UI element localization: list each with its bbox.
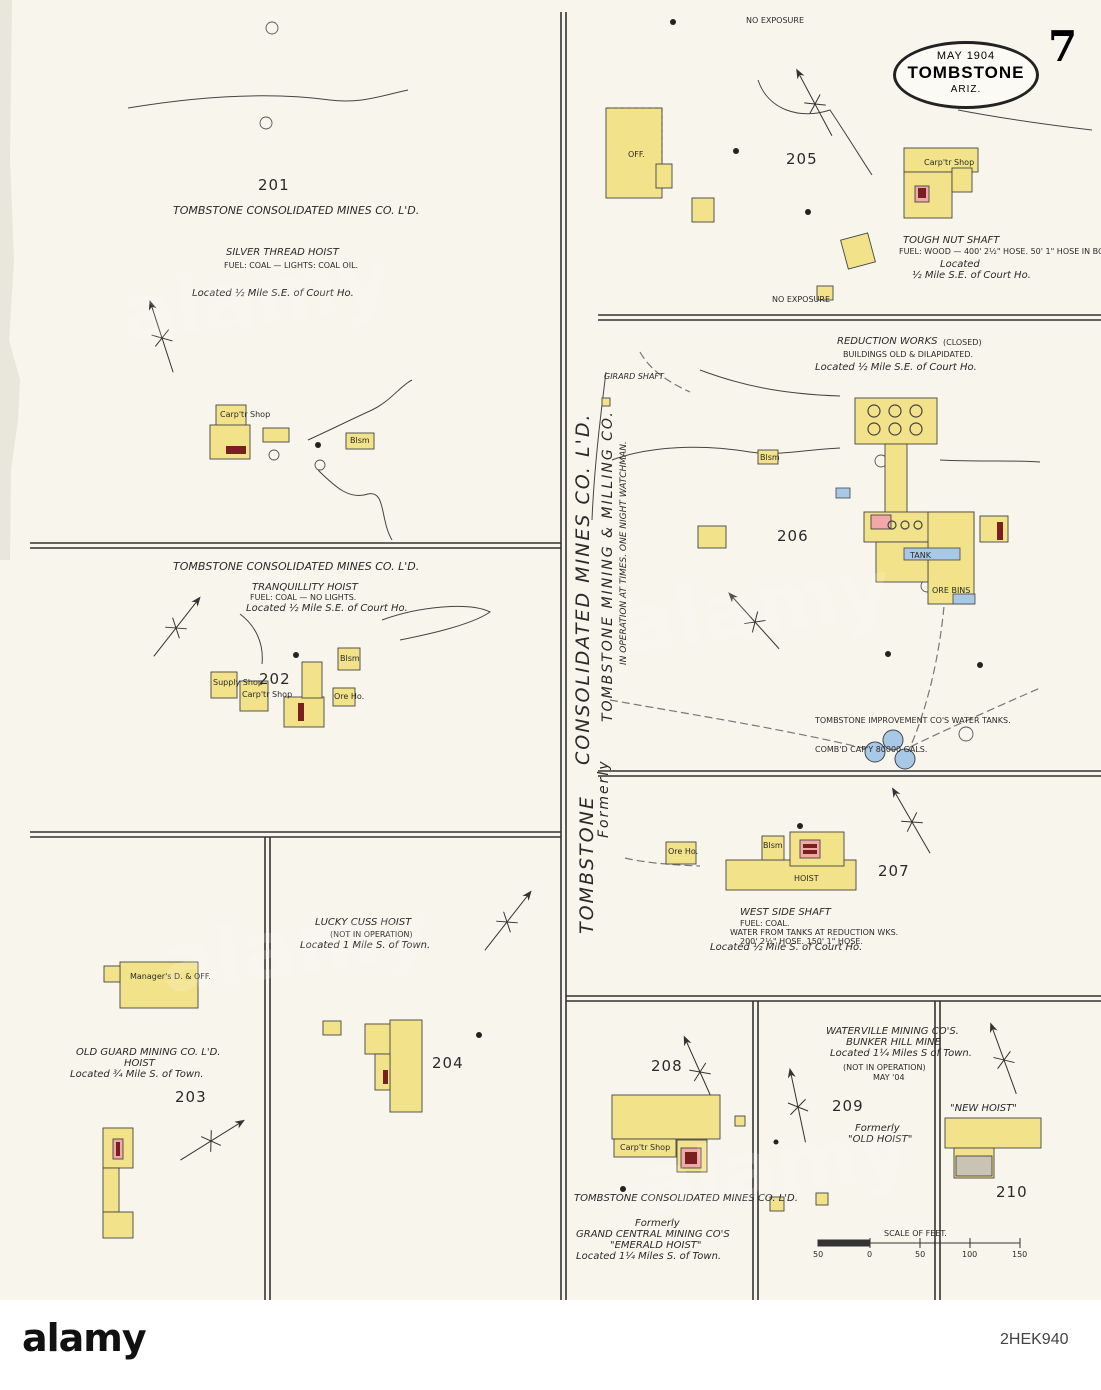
block-202-carpenter: Carp'tr Shop <box>242 690 293 699</box>
block-208-formerly: Formerly <box>635 1218 680 1229</box>
block-203-location: Located ¾ Mile S. of Town. <box>70 1069 204 1080</box>
block-201-subtitle: SILVER THREAD HOIST <box>226 247 339 258</box>
map-sheet: MAY 1904 TOMBSTONE ARIZ. 7 CONSOLIDATED … <box>0 0 1101 1300</box>
block-207-note-1: FUEL: COAL. <box>740 919 790 928</box>
block-205-title: TOUGH NUT SHAFT <box>903 235 1000 246</box>
block-205-office: OFF. <box>628 150 645 159</box>
block-205-carpenter: Carp'tr Shop <box>924 158 975 167</box>
block-208-hoist: "EMERALD HOIST" <box>610 1240 702 1251</box>
block-207-ore: Ore Ho. <box>668 847 699 856</box>
vertical-label-formerly: Formerly <box>596 759 612 838</box>
scale-label: SCALE OF FEET. <box>884 1229 947 1238</box>
block-205-note: FUEL: WOOD — 400' 2½" HOSE. 50' 1" HOSE … <box>899 247 1101 256</box>
block-210-number: 210 <box>996 1183 1028 1201</box>
block-202-title: TOMBSTONE CONSOLIDATED MINES CO. L'D. <box>173 560 420 573</box>
block-209-number: 209 <box>832 1097 864 1115</box>
block-208-former-name: GRAND CENTRAL MINING CO'S <box>576 1229 730 1240</box>
block-203-title: OLD GUARD MINING CO. L'D. <box>76 1047 221 1058</box>
block-208-title: TOMBSTONE CONSOLIDATED MINES CO. L'D. <box>574 1193 798 1204</box>
block-205-exposure-top: NO EXPOSURE <box>746 16 805 25</box>
brand-logo: alamy <box>22 1316 147 1360</box>
block-202-subtitle: TRANQUILLITY HOIST <box>252 582 358 593</box>
city-name: TOMBSTONE <box>907 63 1025 82</box>
page-number: 7 <box>1048 22 1078 71</box>
block-204-status: (NOT IN OPERATION) <box>330 930 413 939</box>
block-207-number: 207 <box>878 862 910 880</box>
block-205-exposure-bottom: NO EXPOSURE <box>772 295 831 304</box>
vertical-label-operation: IN OPERATION AT TIMES. ONE NIGHT WATCHMA… <box>619 441 629 665</box>
scale-tick-1: 0 <box>867 1250 873 1259</box>
block-209-status-date: MAY '04 <box>873 1073 905 1082</box>
block-205-location-2: ½ Mile S.E. of Court Ho. <box>912 270 1031 281</box>
block-201-carpenter: Carp'tr Shop <box>220 410 271 419</box>
block-201-blacksmith: Blsm <box>350 436 370 445</box>
map-drawing <box>0 0 1101 1300</box>
state-name: ARIZ. <box>950 84 982 95</box>
block-207-location: Located ½ Mile S. of Court Ho. <box>710 942 863 953</box>
block-201-title: TOMBSTONE CONSOLIDATED MINES CO. L'D. <box>173 204 420 217</box>
block-209-location: Located 1¼ Miles S of Town. <box>830 1048 972 1059</box>
block-201-location: Located ½ Mile S.E. of Court Ho. <box>192 288 354 299</box>
block-206-note: BUILDINGS OLD & DILAPIDATED. <box>843 350 974 359</box>
block-209-status: (NOT IN OPERATION) <box>843 1063 926 1072</box>
title-badge: MAY 1904 TOMBSTONE ARIZ. <box>893 41 1039 109</box>
block-207-title: WEST SIDE SHAFT <box>740 907 831 918</box>
block-206-shaft: GIRARD SHAFT <box>604 372 664 381</box>
block-205-location-1: Located <box>940 259 980 270</box>
block-206-title: REDUCTION WORKS <box>837 336 938 347</box>
block-205-number: 205 <box>786 150 818 168</box>
vertical-label-tombstone: TOMBSTONE <box>576 795 598 934</box>
block-208-location: Located 1¼ Miles S. of Town. <box>576 1251 722 1262</box>
block-202-blacksmith: Blsm <box>340 654 360 663</box>
scale-tick-2: 50 <box>915 1250 926 1259</box>
block-201-note: FUEL: COAL — LIGHTS: COAL OIL. <box>224 261 359 270</box>
block-209-formerly: Formerly <box>855 1123 900 1134</box>
block-209-title: WATERVILLE MINING CO'S. <box>826 1026 959 1037</box>
vertical-label-consolidated: CONSOLIDATED MINES CO. L'D. <box>572 412 594 766</box>
block-206-tank-capacity: COMB'D CAP'Y 80000 GALS. <box>815 745 928 754</box>
block-204-number: 204 <box>432 1054 464 1072</box>
scale-tick-3: 100 <box>962 1250 978 1259</box>
map-date: MAY 1904 <box>936 50 996 62</box>
block-207-blacksmith: Blsm <box>763 841 783 850</box>
block-202-location: Located ½ Mile S.E. of Court Ho. <box>246 603 408 614</box>
block-206-number: 206 <box>777 527 809 545</box>
stock-footer <box>0 1300 1101 1390</box>
block-203-number: 203 <box>175 1088 207 1106</box>
block-202-note: FUEL: COAL — NO LIGHTS. <box>250 593 357 602</box>
block-209-former-name: "OLD HOIST" <box>848 1134 913 1145</box>
block-206-tanks-label: TOMBSTONE IMPROVEMENT CO'S WATER TANKS. <box>815 716 1011 725</box>
block-206-status: (CLOSED) <box>943 338 982 347</box>
block-207-hoist: HOIST <box>794 874 819 883</box>
image-code: 2HEK940 <box>1000 1331 1069 1348</box>
block-208-number: 208 <box>651 1057 683 1075</box>
block-202-ore: Ore Ho. <box>334 692 365 701</box>
block-209-subtitle: BUNKER HILL MINE <box>846 1037 941 1048</box>
block-203-subtitle: HOIST <box>124 1058 155 1069</box>
vertical-label-mining-milling: TOMBSTONE MINING & MILLING CO. <box>600 410 616 722</box>
block-206-ore-bins: ORE BINS <box>932 586 971 595</box>
block-206-location: Located ½ Mile S.E. of Court Ho. <box>815 362 977 373</box>
block-207-note-2: WATER FROM TANKS AT REDUCTION WKS. <box>730 928 899 937</box>
block-206-blacksmith: Blsm <box>760 453 780 462</box>
block-208-carpenter: Carp'tr Shop <box>620 1143 671 1152</box>
scale-tick-0: 50 <box>813 1250 824 1259</box>
block-210-subtitle: "NEW HOIST" <box>950 1103 1017 1114</box>
block-201-number: 201 <box>258 176 290 194</box>
block-203-office: Manager's D. & OFF. <box>130 972 211 981</box>
block-202-number: 202 <box>259 670 291 688</box>
scale-tick-4: 150 <box>1012 1250 1028 1259</box>
block-202-supply: Supply Shop <box>213 678 263 687</box>
block-204-location: Located 1 Mile S. of Town. <box>300 940 431 951</box>
block-206-tank: TANK <box>910 551 931 560</box>
block-204-title: LUCKY CUSS HOIST <box>315 917 412 928</box>
block-207-note-3: 200' 2½" HOSE. 150' 1" HOSE. <box>740 937 863 946</box>
